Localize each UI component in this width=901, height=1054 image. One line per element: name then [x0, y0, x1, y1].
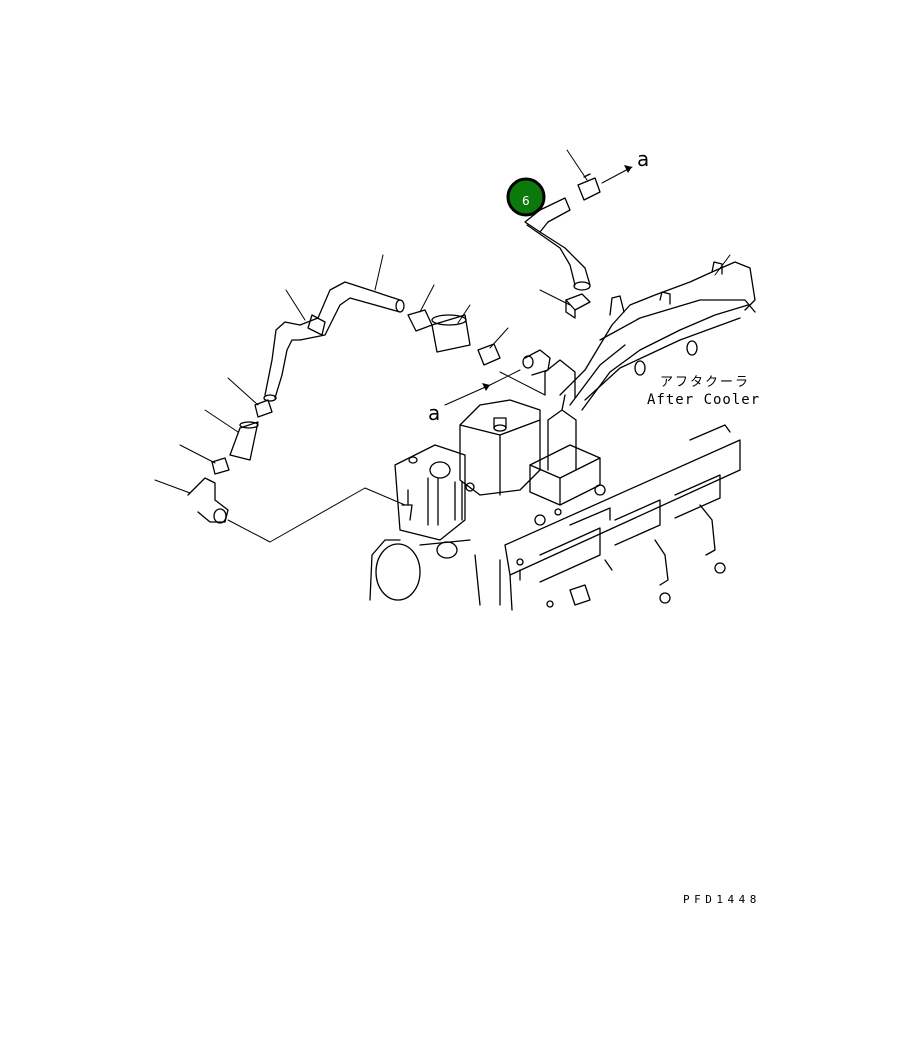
- callout-6-number: 6: [522, 194, 530, 208]
- callout-6[interactable]: 6: [506, 177, 546, 217]
- callout-6-circle[interactable]: [506, 177, 546, 217]
- upper-hose: [524, 149, 633, 319]
- engine-block: [369, 261, 756, 611]
- left-hose-assembly: [154, 254, 731, 543]
- label-a-left: a: [428, 401, 440, 425]
- aftercooler-label-jp: アフタクーラ: [660, 375, 750, 390]
- aftercooler-label-en: After Cooler: [647, 392, 760, 408]
- drawing-code: PFD1448: [683, 893, 761, 906]
- label-a-top: a: [637, 147, 649, 171]
